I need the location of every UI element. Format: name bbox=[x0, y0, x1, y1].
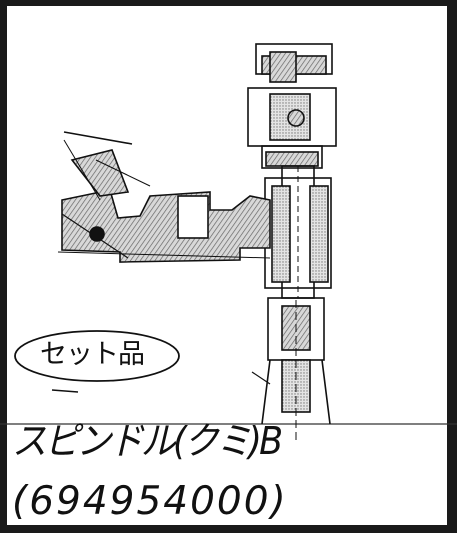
stamp-circle bbox=[14, 330, 180, 382]
part-number: (694954000) bbox=[12, 479, 288, 524]
stamp-underline bbox=[51, 389, 79, 393]
stamp-label: セット品 bbox=[40, 339, 145, 370]
bracket-section bbox=[57, 131, 271, 263]
spindle-assembly bbox=[247, 43, 337, 440]
part-name: スピンドル(クミ)B bbox=[12, 419, 283, 463]
